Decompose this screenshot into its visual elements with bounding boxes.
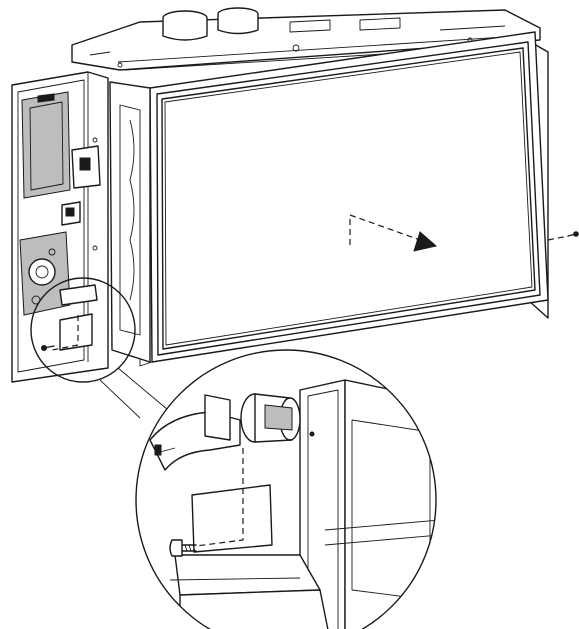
control-panel <box>11 71 109 383</box>
glass-door-frame <box>137 31 549 367</box>
inner-side-wall <box>109 81 151 363</box>
main-screw-right <box>547 231 579 241</box>
main-screw-left <box>41 315 79 351</box>
screw-icon <box>169 539 197 557</box>
removal-arrow-icon <box>349 214 438 252</box>
magnifier-detail-icon <box>135 349 437 629</box>
